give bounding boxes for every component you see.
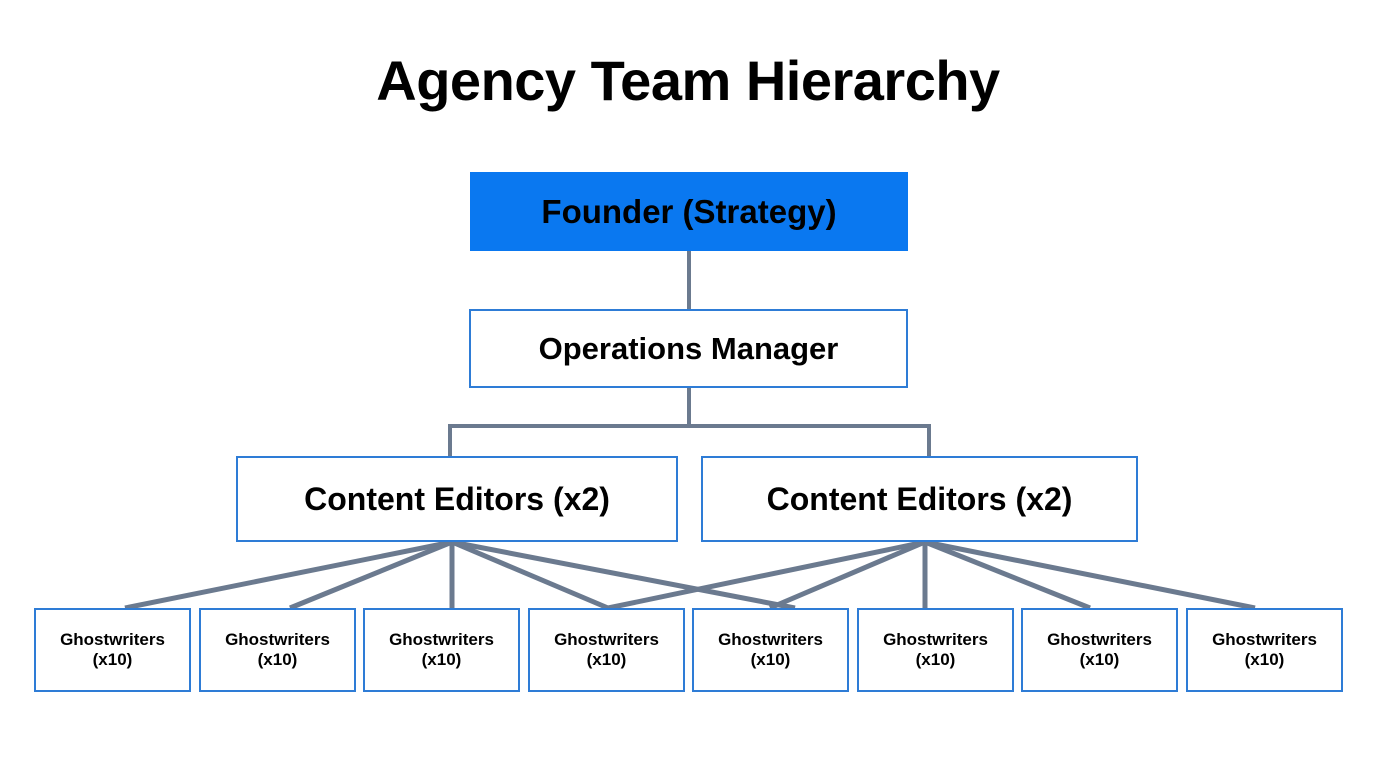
node-ghostwriters-4-label: Ghostwriters (x10) [554, 630, 659, 669]
node-operations-manager[interactable]: Operations Manager [469, 309, 908, 388]
edge-editor-right-to-ghostwriter-5 [769, 539, 926, 611]
node-content-editors-right-label: Content Editors (x2) [766, 480, 1073, 517]
edge-editor-left-to-ghostwriter-4 [451, 539, 609, 611]
edge-editor-left-to-ghostwriter-5 [451, 539, 796, 611]
node-ghostwriters-8-label: Ghostwriters (x10) [1212, 630, 1317, 669]
node-founder[interactable]: Founder (Strategy) [470, 172, 908, 251]
node-ghostwriters-1-label: Ghostwriters (x10) [60, 630, 165, 669]
node-ghostwriters-1[interactable]: Ghostwriters (x10) [34, 608, 191, 692]
edge-editor-left-to-ghostwriter-1 [124, 539, 453, 611]
node-ghostwriters-5-label: Ghostwriters (x10) [718, 630, 823, 669]
node-ghostwriters-4[interactable]: Ghostwriters (x10) [528, 608, 685, 692]
node-ghostwriters-8[interactable]: Ghostwriters (x10) [1186, 608, 1343, 692]
node-ghostwriters-5[interactable]: Ghostwriters (x10) [692, 608, 849, 692]
node-ghostwriters-2[interactable]: Ghostwriters (x10) [199, 608, 356, 692]
node-founder-label: Founder (Strategy) [541, 192, 837, 230]
node-ghostwriters-3-label: Ghostwriters (x10) [389, 630, 494, 669]
node-content-editors-left-label: Content Editors (x2) [304, 480, 610, 517]
node-operations-manager-label: Operations Manager [538, 330, 839, 366]
edge-editor-right-to-ghostwriter-7 [924, 539, 1091, 611]
page-title: Agency Team Hierarchy [376, 49, 1000, 112]
edge-editor-right-to-ghostwriter-4 [607, 539, 926, 611]
node-ghostwriters-6[interactable]: Ghostwriters (x10) [857, 608, 1014, 692]
edge-editor-left-to-ghostwriter-2 [289, 539, 453, 611]
node-ghostwriters-3[interactable]: Ghostwriters (x10) [363, 608, 520, 692]
node-ghostwriters-6-label: Ghostwriters (x10) [883, 630, 988, 669]
node-ghostwriters-7-label: Ghostwriters (x10) [1047, 630, 1152, 669]
node-ghostwriters-2-label: Ghostwriters (x10) [225, 630, 330, 669]
edge-editor-right-to-ghostwriter-8 [924, 539, 1256, 611]
node-ghostwriters-7[interactable]: Ghostwriters (x10) [1021, 608, 1178, 692]
node-content-editors-right[interactable]: Content Editors (x2) [701, 456, 1138, 542]
node-content-editors-left[interactable]: Content Editors (x2) [236, 456, 678, 542]
